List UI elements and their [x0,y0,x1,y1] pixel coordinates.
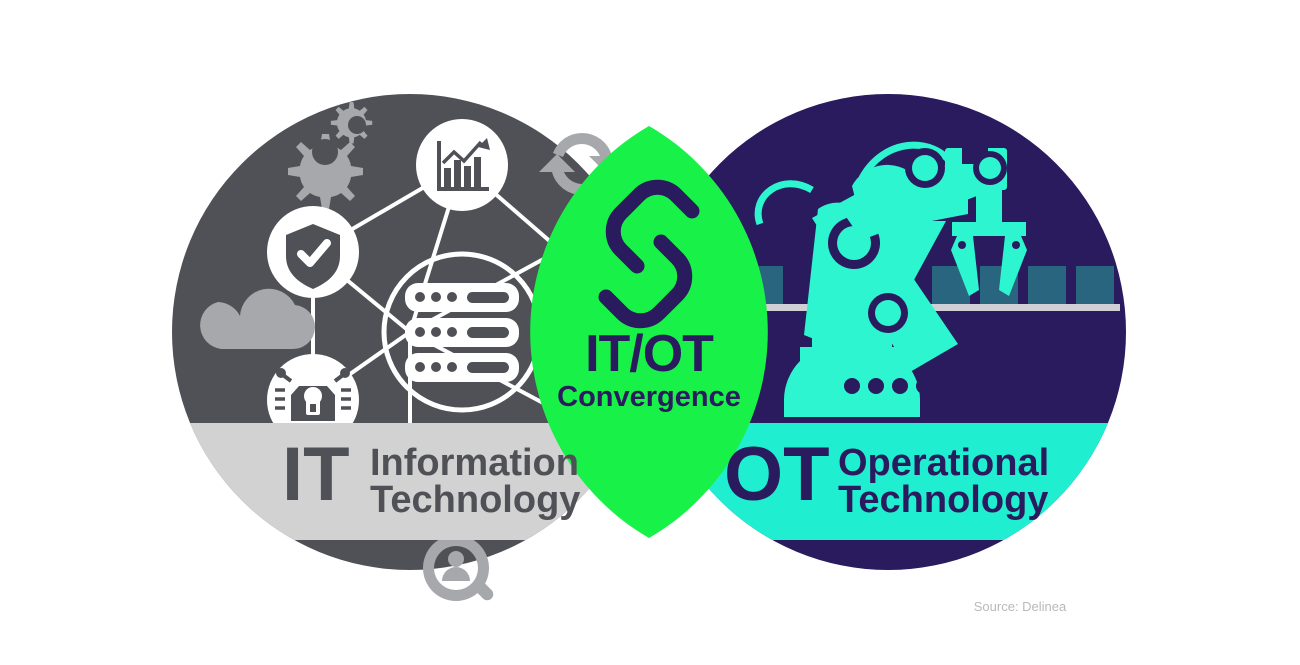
chain-link-icon [598,179,700,329]
cloud-upload-icon [200,288,316,349]
it-abbr-label: IT [282,432,350,517]
user-search-icon [423,535,494,601]
ot-name-line1: Operational [838,442,1049,484]
server-rack-icon [381,251,543,413]
robotic-arm-icon [754,141,1027,417]
it-name-line2: Technology [370,479,580,521]
it-name-line1: Information [370,442,579,484]
analytics-chart-icon [416,119,508,211]
ot-name-line2: Technology [838,479,1048,521]
gears-icon [288,102,373,209]
shield-check-icon [267,206,359,298]
lens-shape [530,126,768,538]
lens-title: IT/OT [585,325,714,383]
source-attribution: Source: Delinea [974,599,1067,614]
lens-subtitle: Convergence [557,381,741,413]
ot-abbr-label: OT [724,432,830,517]
convergence-lens: IT/OT Convergence [530,126,768,538]
ot-circle-group [650,94,1126,570]
